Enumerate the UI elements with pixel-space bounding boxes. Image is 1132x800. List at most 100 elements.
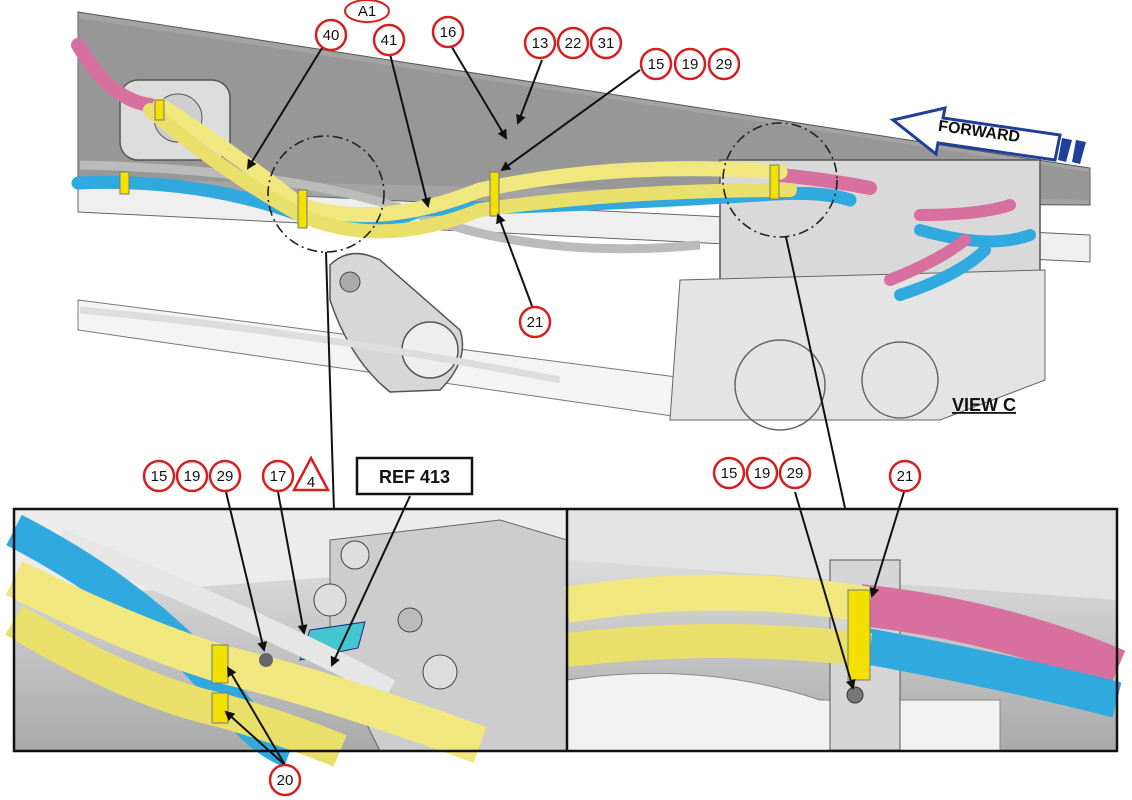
hanger-bolt	[339, 271, 361, 293]
callout-29: 29	[778, 456, 812, 490]
clamp	[119, 171, 130, 195]
callouts-detail: 15 19 29 17 4 20 15 19 29 21	[142, 455, 922, 797]
yellow-hose	[143, 103, 797, 239]
blue-hose	[914, 224, 1036, 248]
callouts-main: A1 40 41 16 13 22 31 15 19 29 21	[314, 0, 741, 339]
revision-tag: A1	[344, 0, 390, 23]
leader-line	[449, 43, 508, 140]
callout-15: 15	[639, 47, 673, 81]
callout-label: 19	[754, 465, 771, 482]
clamp	[154, 99, 165, 121]
main-view: FORWARD VIEW C	[71, 11, 1091, 431]
clamp	[211, 644, 229, 684]
callout-label: 21	[897, 468, 914, 485]
bolt	[422, 654, 458, 690]
callout-21: 21	[888, 459, 922, 493]
callout-label: 29	[716, 56, 733, 73]
revision-tag-label: A1	[358, 3, 376, 20]
detail-panel-left	[5, 509, 568, 767]
callout-label: 19	[682, 56, 699, 73]
leader-lines-main	[246, 43, 846, 513]
blue-hose	[894, 244, 991, 301]
clamp	[211, 692, 229, 724]
detail-circle-right	[722, 122, 838, 238]
callout-label: 21	[527, 314, 544, 331]
forward-arrow-tick	[1058, 138, 1072, 162]
detail-right-rail	[567, 509, 1117, 600]
callout-19: 19	[745, 456, 779, 490]
detail-leader	[325, 251, 335, 513]
leader-line	[389, 53, 431, 208]
callout-15: 15	[712, 456, 746, 490]
detail-leader	[785, 236, 846, 509]
pink-hose	[914, 199, 1016, 221]
gray-hose	[79, 306, 561, 384]
view-title: VIEW C	[952, 395, 1016, 415]
callout-20: 20	[268, 763, 302, 797]
clamp-bolt	[846, 686, 864, 704]
callout-label: 41	[381, 32, 398, 49]
yellow-hose-detail	[565, 624, 873, 667]
forward-arrow-tick	[1072, 140, 1086, 164]
callout-label: 19	[184, 468, 201, 485]
bolt	[313, 583, 347, 617]
callout-label: 20	[277, 772, 294, 789]
note-flag-label: 4	[307, 474, 315, 491]
callout-label: 15	[151, 468, 168, 485]
callout-16: 16	[431, 15, 465, 49]
leader-line	[277, 491, 308, 635]
callout-13: 13	[523, 26, 557, 60]
callout-label: 29	[217, 468, 234, 485]
plate-hole	[397, 607, 423, 633]
leader-line	[225, 491, 267, 652]
detail-frame	[12, 507, 1119, 753]
callout-label: 13	[532, 35, 549, 52]
callout-29: 29	[208, 459, 242, 493]
callout-40: 40	[314, 18, 348, 52]
yellow-hose-detail	[5, 605, 347, 767]
callout-label: 15	[721, 465, 738, 482]
leader-line	[224, 710, 286, 766]
callout-29: 29	[707, 47, 741, 81]
gray-tube	[55, 529, 396, 700]
blue-hose-detail	[856, 627, 1122, 718]
clamp	[769, 164, 780, 200]
callout-19: 19	[175, 459, 209, 493]
forward-arrow	[889, 106, 1062, 162]
engine-components	[669, 269, 1046, 421]
yellow-hose-detail	[564, 574, 873, 623]
leader-line	[496, 213, 533, 307]
frame-rail-web	[78, 18, 1090, 200]
leader-line	[330, 495, 411, 667]
bolt	[340, 540, 370, 570]
callout-label: 15	[648, 56, 665, 73]
detail-circle-left	[267, 135, 385, 253]
note-flag-triangle: 4	[291, 455, 331, 492]
pulley	[861, 341, 939, 419]
pink-hose	[884, 234, 971, 286]
callout-17: 17	[261, 459, 295, 493]
pink-hose	[773, 168, 877, 195]
leader-line	[516, 59, 543, 125]
pink-hose-detail	[857, 584, 1126, 690]
fan-hub	[734, 339, 826, 431]
reference-box: REF 413	[355, 456, 474, 496]
leader-line	[500, 69, 641, 172]
clamp	[297, 189, 308, 229]
callout-41: 41	[372, 23, 406, 57]
callout-21: 21	[518, 305, 552, 339]
yellow-hose	[152, 97, 788, 223]
leader-line	[246, 47, 323, 170]
leader-lines-detail	[224, 491, 905, 766]
callout-label: 22	[565, 35, 582, 52]
callout-19: 19	[673, 47, 707, 81]
leader-line	[794, 491, 856, 690]
callout-label: 16	[440, 24, 457, 41]
callout-31: 31	[589, 26, 623, 60]
callout-label: 31	[598, 35, 615, 52]
clamp	[489, 171, 500, 217]
callout-label: 29	[787, 465, 804, 482]
clamp-bolt	[259, 653, 273, 667]
callout-15: 15	[142, 459, 176, 493]
